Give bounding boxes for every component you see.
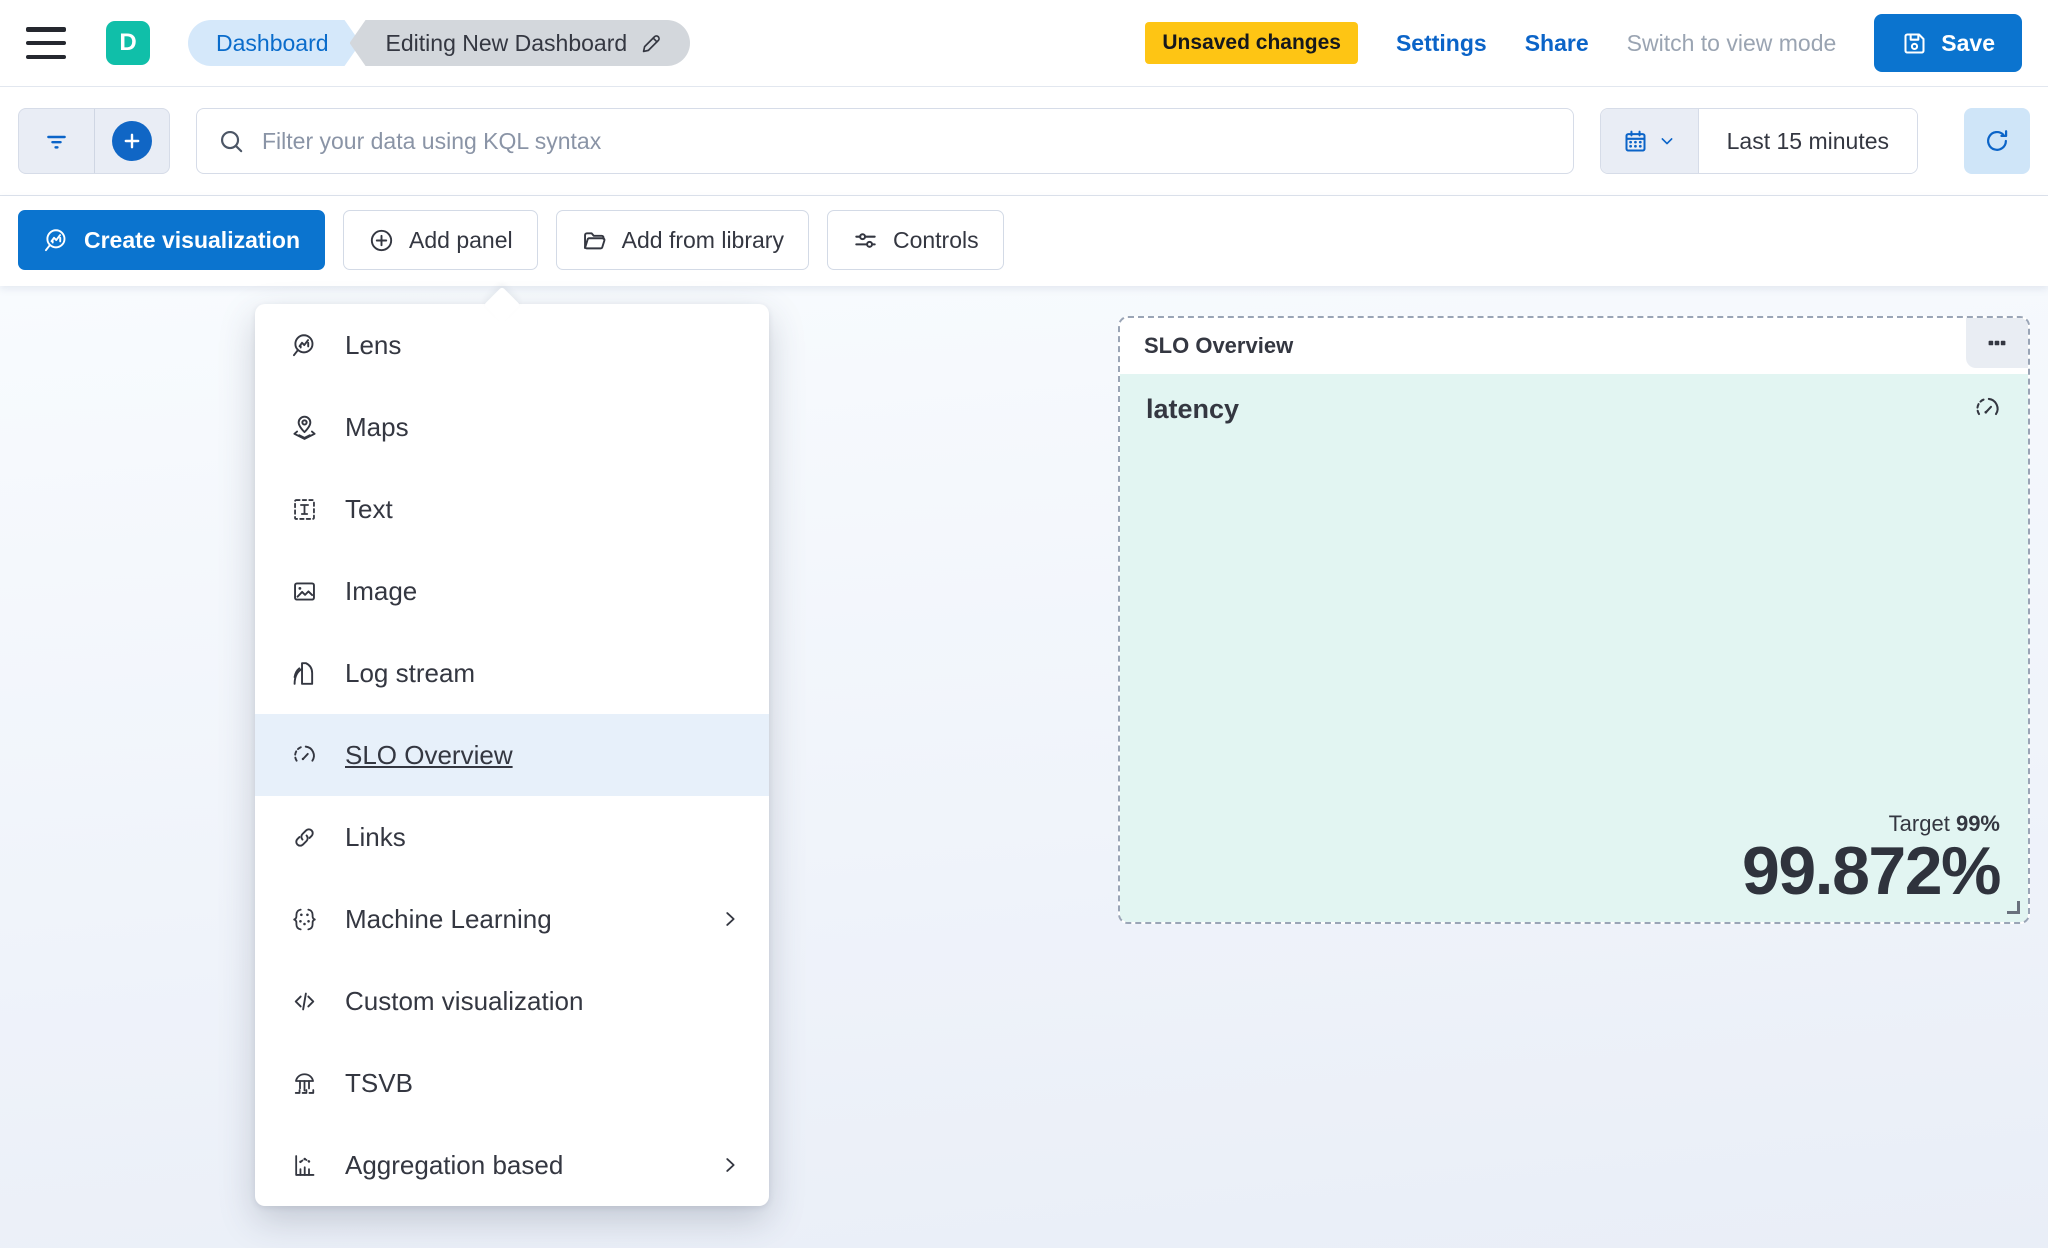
controls-label: Controls (892, 226, 979, 253)
tsvb-icon (291, 1070, 318, 1097)
top-header: D Dashboard Editing New Dashboard Unsave… (0, 0, 2048, 86)
panel-options-button[interactable] (1966, 318, 2028, 368)
chevron-right-icon (719, 1154, 741, 1176)
controls-button[interactable]: Controls (826, 210, 1004, 270)
filter-control-group (18, 108, 170, 174)
image-icon (291, 578, 318, 605)
menu-item-links[interactable]: Links (255, 796, 769, 878)
lens-icon (43, 227, 70, 254)
menu-item-machine-learning[interactable]: Machine Learning (255, 878, 769, 960)
add-from-library-label: Add from library (621, 226, 784, 253)
refresh-icon (1983, 127, 2011, 155)
plus-circle-outline-icon (368, 227, 395, 254)
add-panel-button[interactable]: Add panel (343, 210, 538, 270)
filter-menu-button[interactable] (19, 109, 95, 173)
create-visualization-button[interactable]: Create visualization (18, 210, 326, 270)
add-panel-label: Add panel (409, 226, 513, 253)
menu-item-image[interactable]: Image (255, 550, 769, 632)
breadcrumb-current-label: Editing New Dashboard (385, 29, 628, 56)
hamburger-menu-icon[interactable] (26, 27, 66, 59)
save-icon (1901, 30, 1928, 57)
slo-overview-panel: SLO Overview latency Target 99% 99.872% (1118, 316, 2030, 924)
refresh-button[interactable] (1964, 108, 2030, 174)
chevron-down-icon (1658, 132, 1676, 150)
save-button[interactable]: Save (1874, 14, 2022, 72)
menu-item-maps[interactable]: Maps (255, 386, 769, 468)
slo-name: latency (1146, 394, 1240, 424)
machine-learning-icon (291, 906, 318, 933)
menu-item-lens[interactable]: Lens (255, 304, 769, 386)
settings-link[interactable]: Settings (1395, 29, 1487, 56)
chevron-right-icon (719, 908, 741, 930)
time-picker: Last 15 minutes (1599, 108, 1918, 174)
link-icon (291, 824, 318, 851)
menu-item-slo-overview[interactable]: SLO Overview (255, 714, 769, 796)
time-range-value[interactable]: Last 15 minutes (1698, 109, 1917, 173)
code-icon (291, 988, 318, 1015)
search-icon (217, 127, 246, 156)
menu-item-text[interactable]: Text (255, 468, 769, 550)
add-panel-menu: Lens Maps Text Image Log stream SLO Over… (255, 286, 769, 1206)
maps-icon (291, 414, 318, 441)
slo-card[interactable]: latency Target 99% 99.872% (1120, 374, 2028, 922)
time-picker-calendar-button[interactable] (1600, 109, 1699, 173)
panel-title: SLO Overview (1144, 333, 1294, 358)
unsaved-changes-badge: Unsaved changes (1145, 22, 1358, 64)
text-icon (291, 496, 318, 523)
panel-header: SLO Overview (1120, 318, 2028, 374)
breadcrumb-current[interactable]: Editing New Dashboard (349, 20, 691, 66)
sli-value: 99.872% (1742, 832, 2001, 909)
avatar[interactable]: D (106, 21, 150, 65)
share-link[interactable]: Share (1524, 29, 1589, 56)
add-from-library-button[interactable]: Add from library (555, 210, 809, 270)
menu-item-log-stream[interactable]: Log stream (255, 632, 769, 714)
dashboard-canvas: Lens Maps Text Image Log stream SLO Over… (0, 286, 2048, 1248)
menu-item-custom-visualization[interactable]: Custom visualization (255, 960, 769, 1042)
sliders-icon (852, 227, 879, 254)
target-value: 99% (1955, 810, 2000, 836)
target-label: Target (1888, 810, 1950, 836)
kql-search-box (196, 108, 1574, 174)
aggregation-icon (291, 1152, 318, 1179)
add-filter-button[interactable] (95, 109, 170, 173)
switch-view-mode-link[interactable]: Switch to view mode (1626, 29, 1837, 56)
folder-icon (581, 227, 608, 254)
filter-icon (43, 128, 70, 155)
panel-resize-handle[interactable] (2007, 901, 2020, 914)
create-visualization-label: Create visualization (84, 226, 301, 253)
breadcrumb: Dashboard Editing New Dashboard (188, 20, 691, 66)
breadcrumb-dashboard[interactable]: Dashboard (188, 20, 361, 66)
dashboard-toolbar: Create visualization Add panel Add from … (0, 196, 2048, 286)
query-bar: Last 15 minutes (0, 86, 2048, 196)
log-stream-icon (291, 660, 318, 687)
calendar-icon (1622, 128, 1649, 155)
pencil-icon (639, 31, 664, 56)
boxes-horizontal-icon (1985, 331, 2009, 355)
kql-search-input[interactable] (262, 127, 1553, 155)
lens-icon (291, 332, 318, 359)
menu-item-tsvb[interactable]: TSVB (255, 1042, 769, 1124)
gauge-icon (291, 742, 318, 769)
plus-circle-icon (111, 121, 152, 161)
gauge-icon (1973, 394, 2002, 423)
slo-metric: Target 99% 99.872% (1742, 810, 2001, 909)
menu-item-aggregation-based[interactable]: Aggregation based (255, 1124, 769, 1206)
save-button-label: Save (1941, 29, 1995, 56)
